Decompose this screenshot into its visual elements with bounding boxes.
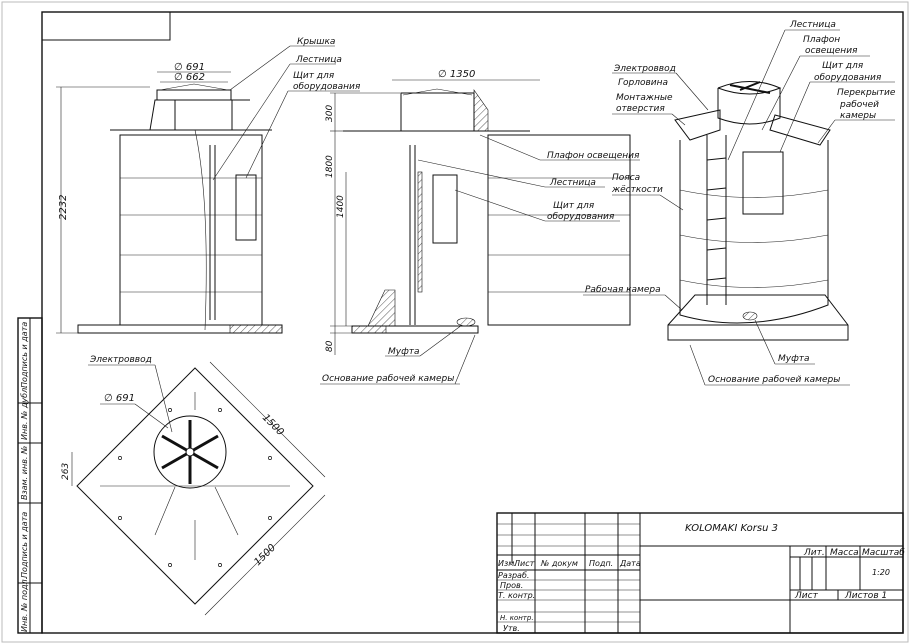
label-cover-3: камеры bbox=[840, 111, 876, 121]
project-title: KOLOMAKI Korsu 3 bbox=[685, 523, 778, 534]
header-change: Изм. bbox=[498, 559, 517, 568]
mass-label: Масса bbox=[830, 548, 859, 558]
dim-side-2: 1500 bbox=[252, 542, 278, 568]
strip-label: Инв. № подл. bbox=[20, 577, 29, 632]
strip-label: Взам. инв. № bbox=[20, 446, 29, 500]
label-light-2: освещения bbox=[805, 46, 858, 56]
dim-300: 300 bbox=[325, 105, 335, 122]
role-developer: Разраб. bbox=[498, 571, 529, 580]
role-norm-control: Н. контр. bbox=[500, 614, 534, 622]
role-approver: Утв. bbox=[503, 624, 520, 633]
label-base: Основание рабочей камеры bbox=[322, 374, 454, 384]
strip-label: Инв. № дубл. bbox=[20, 385, 29, 440]
label-light: Плафон освещения bbox=[547, 151, 640, 161]
dim-1350: ∅ 1350 bbox=[438, 69, 475, 80]
height-dimension: 2232 bbox=[58, 195, 69, 220]
label-cover-1: Перекрытие bbox=[837, 88, 896, 98]
header-signature: Подп. bbox=[589, 559, 613, 568]
label-base: Основание рабочей камеры bbox=[708, 375, 840, 385]
dim-d691: ∅ 691 bbox=[104, 393, 135, 404]
front-view: 2232 ∅ 691 ∅ 662 Крышка Лестница Щит для… bbox=[56, 37, 361, 334]
dim-80: 80 bbox=[325, 340, 335, 352]
label-coupling: Муфта bbox=[388, 347, 420, 357]
role-tech-control: Т. контр. bbox=[498, 591, 535, 600]
label-holes-1: Монтажные bbox=[616, 93, 673, 103]
label-holes-2: отверстия bbox=[616, 104, 665, 114]
label-light-1: Плафон bbox=[803, 35, 840, 45]
role-checker: Пров. bbox=[500, 581, 523, 590]
label-chamber: Рабочая камера bbox=[585, 285, 661, 295]
title-block: KOLOMAKI Korsu 3 Изм. Лист № докум Подп.… bbox=[496, 512, 905, 634]
header-doc-no: № докум bbox=[540, 559, 578, 568]
section-view: 300 1800 1400 80 ∅ 1350 Плафон освещения… bbox=[320, 69, 640, 385]
inner-diameter-dimension: ∅ 662 bbox=[174, 72, 205, 83]
isometric-view: Лестница Плафон освещения Щит для оборуд… bbox=[583, 20, 896, 386]
dim-263: 263 bbox=[61, 463, 71, 480]
label-panel-2: оборудования bbox=[293, 82, 361, 92]
label-panel-2: оборудования bbox=[547, 212, 615, 222]
side-strip: Подпись и дата Инв. № дубл. Взам. инв. №… bbox=[17, 317, 43, 634]
label-coupling: Муфта bbox=[778, 354, 810, 364]
label-ladder: Лестница bbox=[295, 55, 342, 65]
label-cable-entry: Электроввод bbox=[613, 64, 676, 74]
label-panel-2: оборудования bbox=[814, 73, 882, 83]
label-panel-1: Щит для bbox=[822, 61, 864, 71]
label-cable-entry: Электроввод bbox=[89, 355, 152, 365]
scale-value: 1:20 bbox=[872, 568, 890, 577]
label-panel-1: Щит для bbox=[553, 201, 595, 211]
header-sheet: Лист bbox=[513, 559, 535, 568]
dim-side-1: 1500 bbox=[260, 412, 286, 438]
sheets-count: Листов 1 bbox=[844, 591, 887, 601]
label-ribs-2: жёсткости bbox=[611, 185, 663, 195]
label-neck: Горловина bbox=[618, 78, 668, 88]
dim-1400: 1400 bbox=[336, 195, 346, 218]
label-cover-2: рабочей bbox=[839, 100, 879, 110]
strip-label: Подпись и дата bbox=[20, 322, 29, 388]
dim-1800: 1800 bbox=[325, 155, 335, 178]
label-cover: Крышка bbox=[297, 37, 335, 47]
label-ladder: Лестница bbox=[549, 178, 596, 188]
sheet-label: Лист bbox=[794, 591, 819, 601]
lit-label: Лит. bbox=[803, 548, 825, 558]
strip-label: Подпись и дата bbox=[20, 512, 29, 578]
outer-diameter-dimension: ∅ 691 bbox=[174, 62, 205, 73]
scale-label: Масштаб bbox=[862, 548, 905, 558]
plan-view: 1500 1500 263 ∅ 691 Электроввод bbox=[61, 355, 326, 616]
label-ribs-1: Пояса bbox=[612, 173, 640, 183]
header-date: Дата bbox=[619, 559, 641, 568]
label-panel-1: Щит для bbox=[293, 71, 335, 81]
label-ladder: Лестница bbox=[789, 20, 836, 30]
